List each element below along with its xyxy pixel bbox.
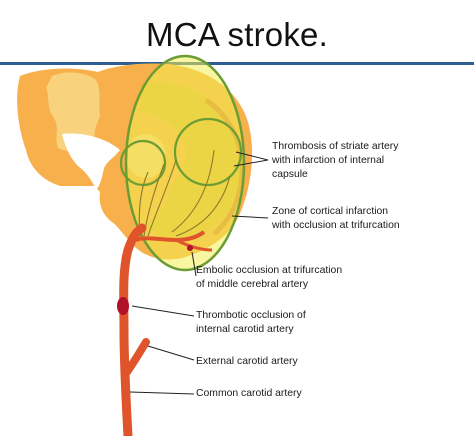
leader-lines bbox=[129, 151, 269, 395]
label-line: Thrombotic occlusion of bbox=[196, 310, 306, 321]
title-underline bbox=[0, 62, 474, 65]
internal-carotid-artery bbox=[119, 223, 147, 436]
label-line: Common carotid artery bbox=[196, 388, 302, 399]
label-line: External carotid artery bbox=[196, 356, 298, 367]
carotid-arteries bbox=[117, 223, 213, 436]
label-line: with occlusion at trifurcation bbox=[272, 220, 400, 231]
label-line: internal carotid artery bbox=[196, 324, 294, 335]
label-line: with infarction of internal bbox=[272, 155, 385, 166]
label-external-carotid: External carotid artery bbox=[196, 355, 298, 369]
label-common-carotid: Common carotid artery bbox=[196, 387, 302, 401]
slide-title: MCA stroke. bbox=[146, 16, 328, 53]
external-carotid-artery bbox=[123, 338, 150, 376]
right-highlight-circle bbox=[173, 117, 243, 187]
ventricle bbox=[62, 133, 120, 190]
grey-matter-lobes bbox=[46, 72, 100, 152]
thrombus bbox=[117, 297, 129, 315]
embolus bbox=[187, 245, 193, 251]
label-cortical-infarction: Zone of cortical infarction with occlusi… bbox=[272, 205, 400, 233]
label-striate-thrombosis: Thrombosis of striate artery with infarc… bbox=[272, 140, 398, 182]
label-embolic-occlusion: Embolic occlusion at trifurcation of mid… bbox=[196, 264, 342, 292]
label-line: Embolic occlusion at trifurcation bbox=[196, 265, 343, 276]
label-thrombotic-occlusion: Thrombotic occlusion of internal carotid… bbox=[196, 309, 306, 337]
label-line: Zone of cortical infarction bbox=[272, 206, 389, 217]
label-line: Thrombosis of striate artery bbox=[272, 141, 399, 152]
label-line: of middle cerebral artery bbox=[196, 279, 309, 290]
label-line: capsule bbox=[272, 169, 308, 180]
mca-branch bbox=[175, 238, 213, 252]
